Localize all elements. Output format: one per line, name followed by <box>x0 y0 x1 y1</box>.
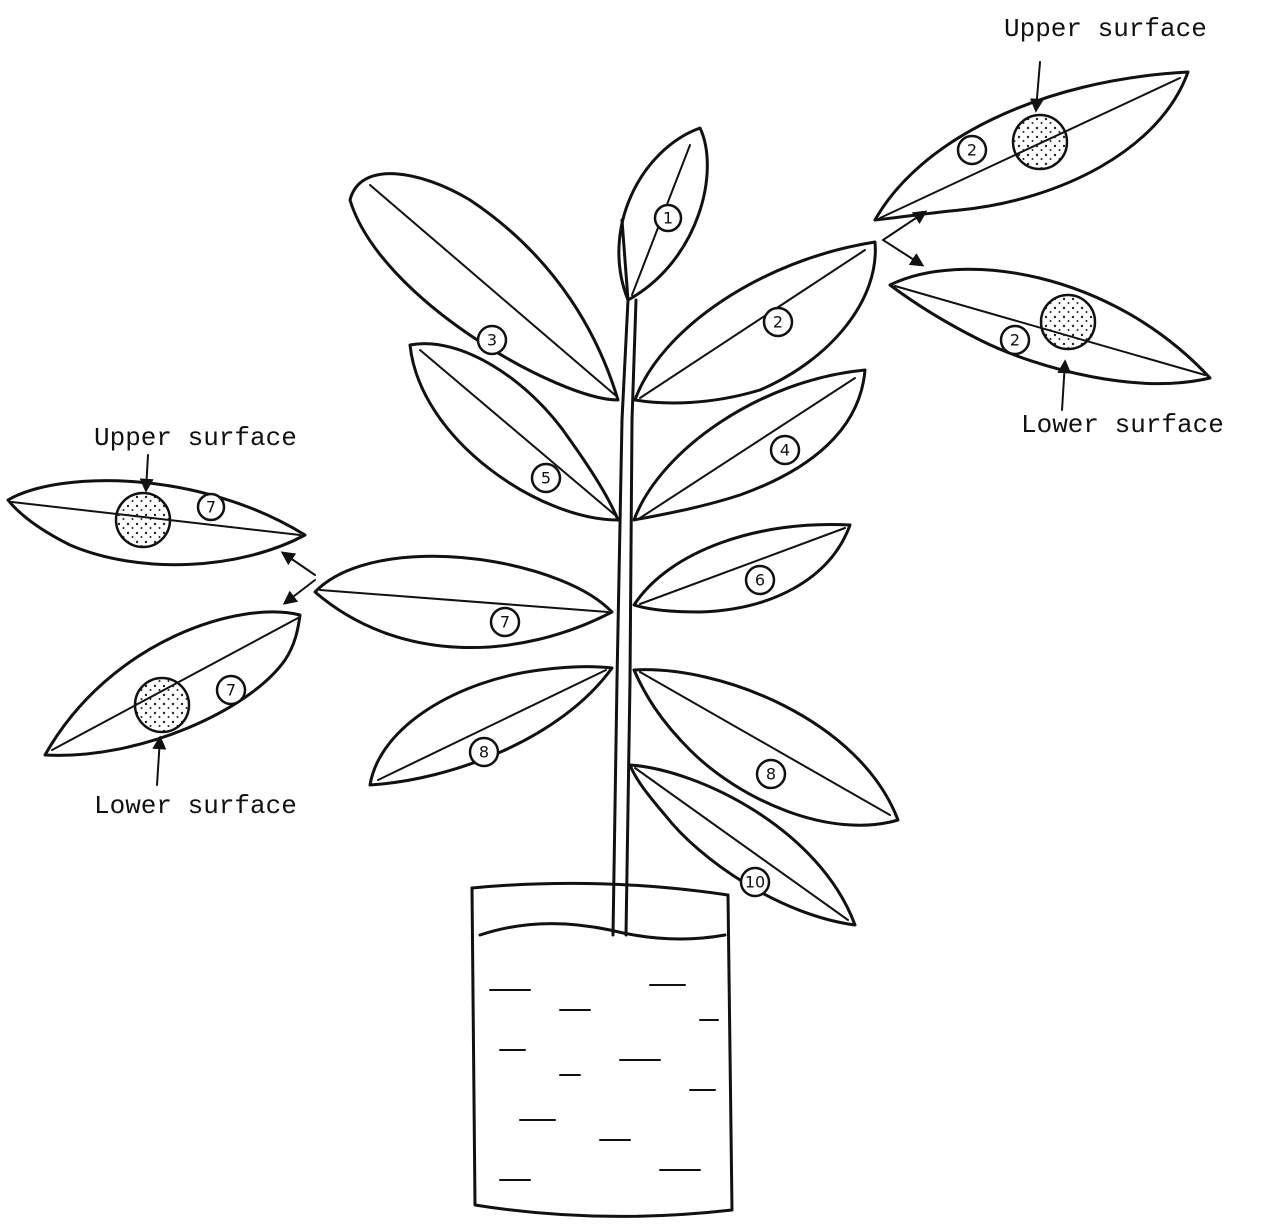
leaf-number: 7 <box>206 498 216 517</box>
leaf-number: 8 <box>766 765 776 784</box>
leaf-number: 1 <box>663 209 673 228</box>
leaf-number: 6 <box>755 571 765 590</box>
label-left-upper-surface: Upper surface <box>94 423 297 453</box>
leaf-sample-disc <box>135 678 189 732</box>
leaf-number: 3 <box>487 331 497 350</box>
leaf-number: 8 <box>479 743 489 762</box>
leaf-number: 5 <box>541 469 551 488</box>
leaf-1: 1 <box>619 128 707 300</box>
leaf-number: 4 <box>780 441 790 460</box>
leaf-8-right: 8 <box>634 670 898 826</box>
label-left-lower-surface: Lower surface <box>94 791 297 821</box>
leaf-sample-disc <box>1013 115 1067 169</box>
leaf-number: 2 <box>967 141 977 160</box>
detail-leaf-right-upper: 2 <box>875 72 1188 220</box>
leaf-number: 7 <box>500 613 510 632</box>
detail-leaf-left-upper: 7 <box>8 481 305 565</box>
leaf-number: 2 <box>1010 331 1020 350</box>
label-right-upper-surface: Upper surface <box>1004 14 1207 44</box>
leaf-3: 3 <box>350 174 618 400</box>
leaf-7: 7 <box>315 556 612 647</box>
plant-stem <box>613 220 636 935</box>
leaf-number: 10 <box>745 873 765 892</box>
leaf-number: 7 <box>226 681 236 700</box>
detail-leaf-left-lower: 7 <box>45 612 300 755</box>
leaf-6: 6 <box>634 524 850 612</box>
leaf-sample-disc <box>116 493 170 547</box>
detail-leaf-right-lower: 2 <box>890 269 1210 383</box>
leaf-8-left: 8 <box>370 667 612 785</box>
leaf-sample-disc <box>1041 295 1095 349</box>
leaf-number: 2 <box>773 313 783 332</box>
plant-pot <box>472 883 732 1216</box>
label-right-lower-surface: Lower surface <box>1021 410 1224 440</box>
